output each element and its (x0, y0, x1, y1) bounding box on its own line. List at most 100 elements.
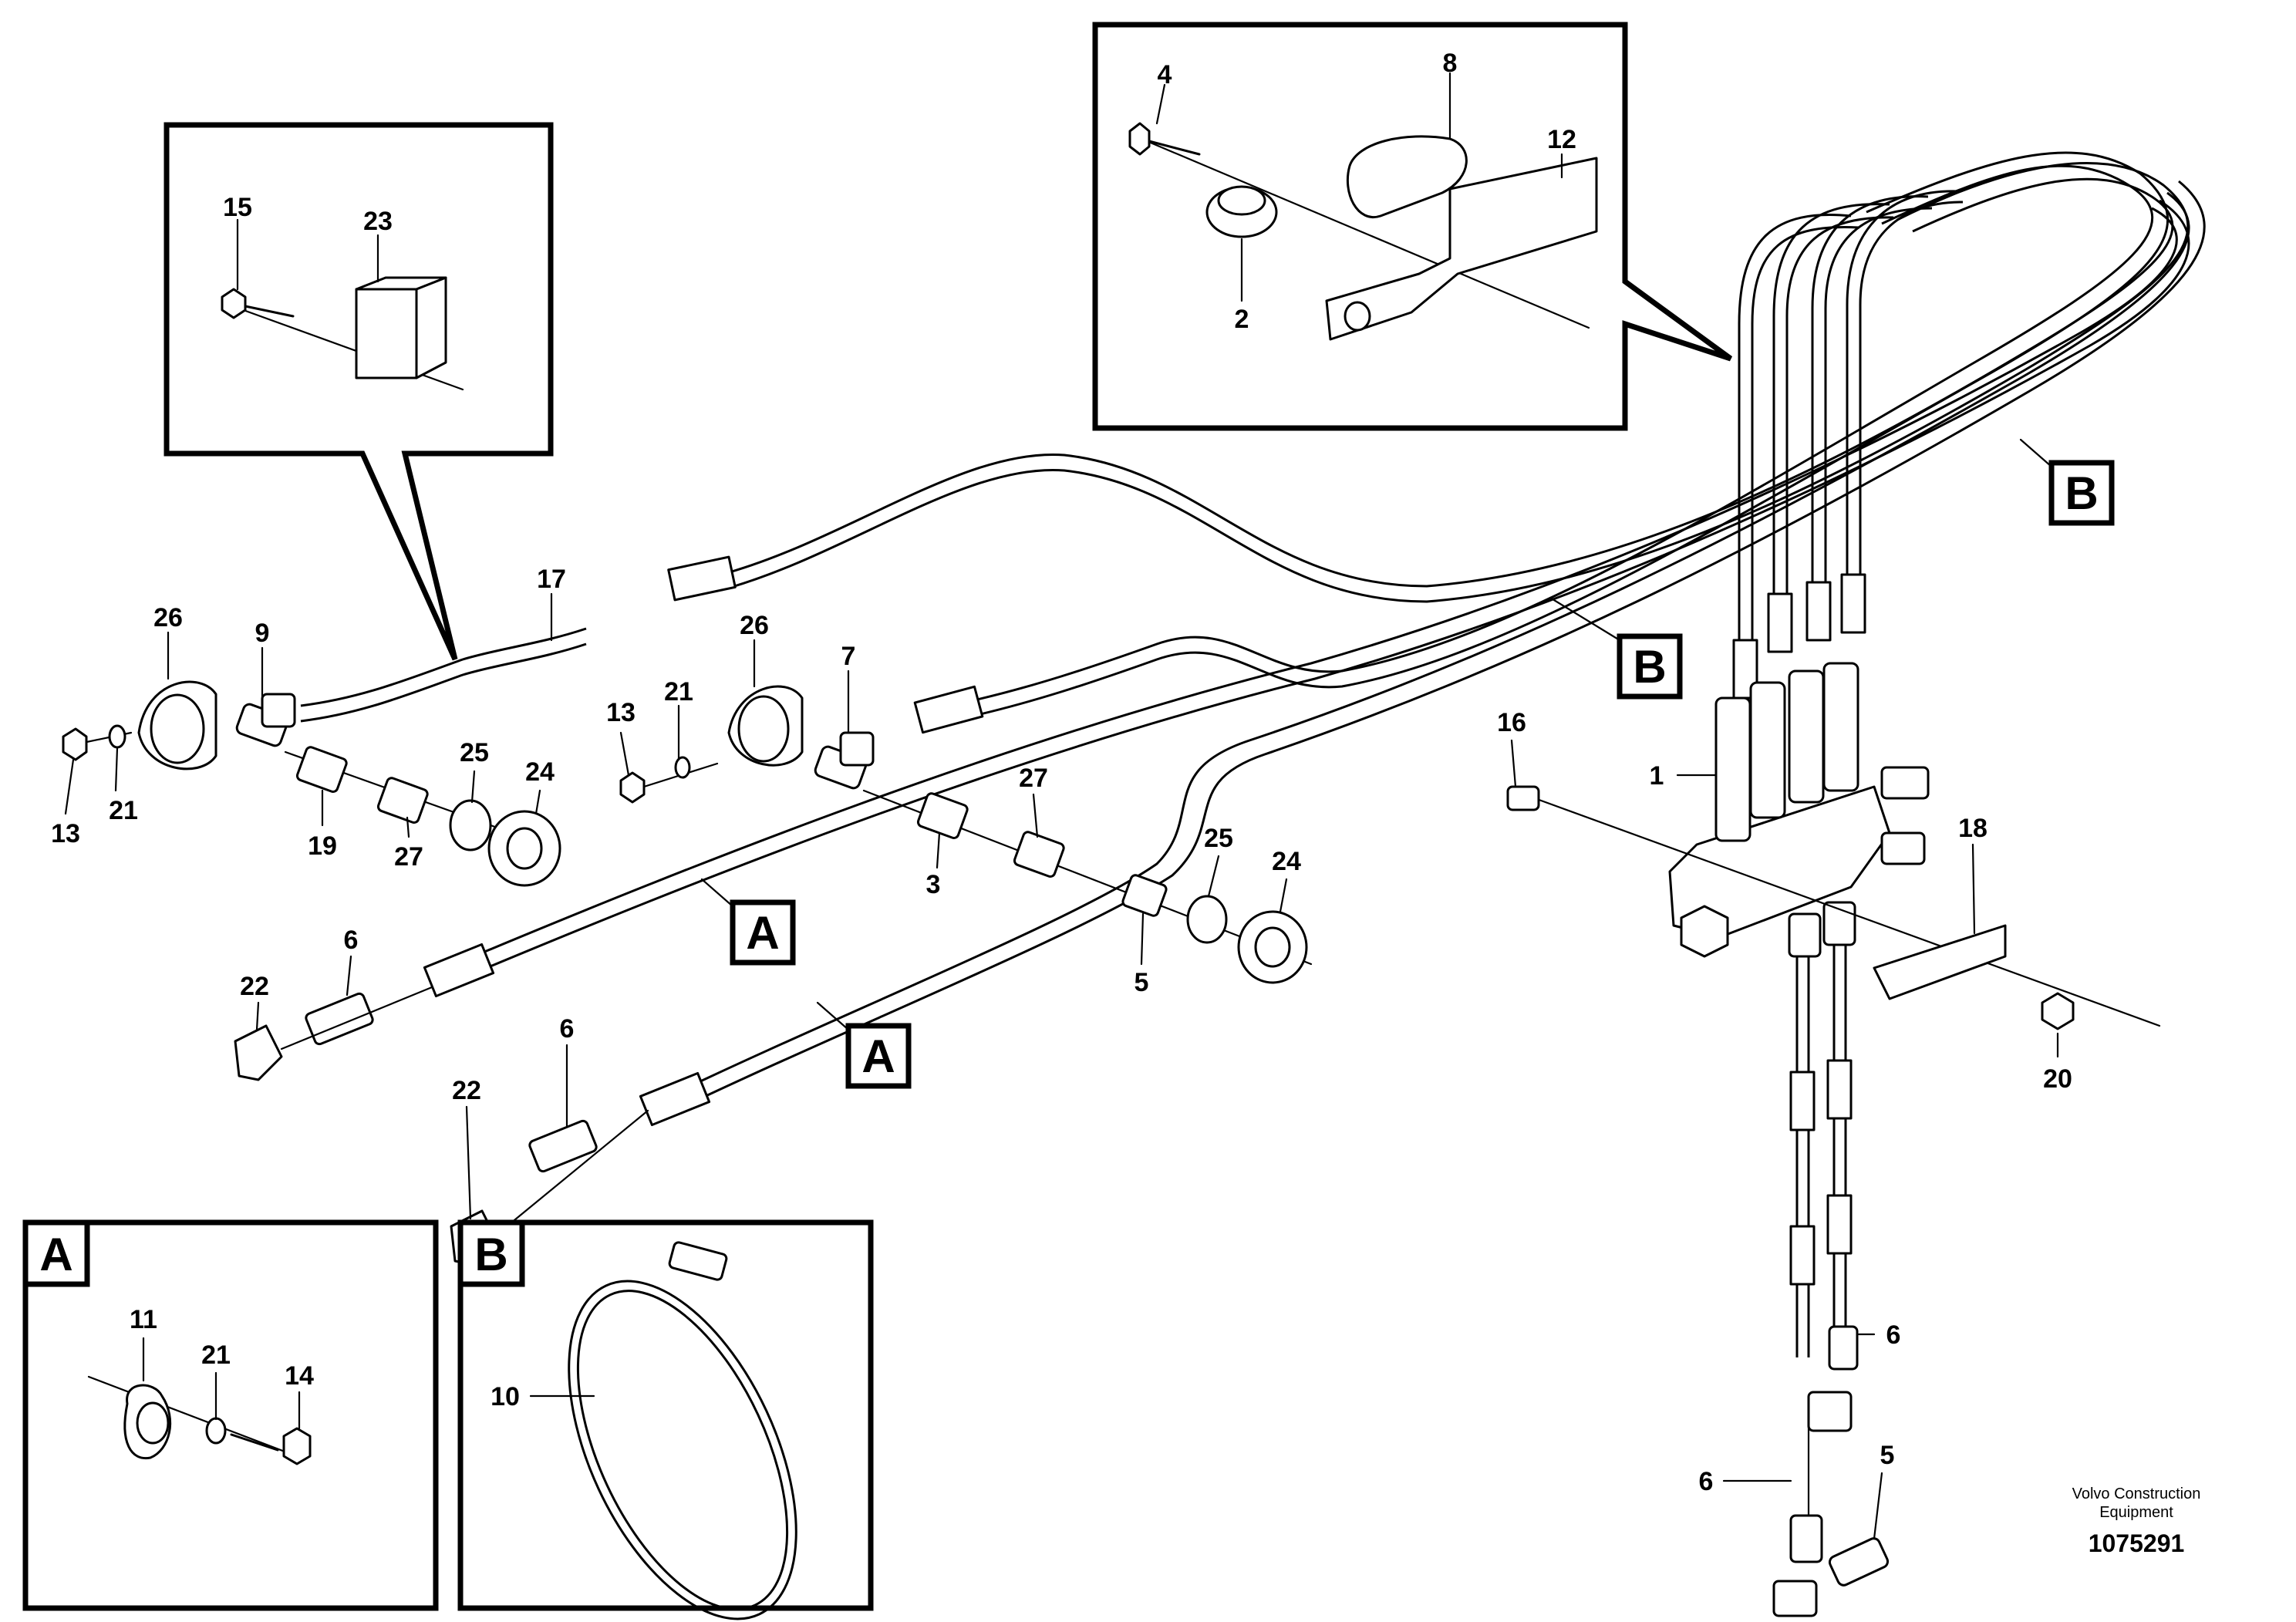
block-1-body (1668, 785, 1891, 939)
label-13-mid: 13 (606, 698, 636, 727)
connector-6-right (1828, 1325, 1859, 1371)
bracket-12-hole-1 (1344, 301, 1371, 332)
elbow-bottom (1772, 1580, 1818, 1617)
axis-nipple-lower (496, 1109, 649, 1236)
hose-7-b (948, 151, 2170, 723)
label-27-left: 27 (394, 842, 423, 872)
footer: Volvo Construction Equipment 1075291 (2072, 1485, 2201, 1557)
bracket-18 (1873, 924, 2007, 1000)
ref-a2-letter: A (861, 1030, 895, 1082)
cushion-8 (1346, 135, 1468, 219)
ref-a1-leader (700, 878, 734, 908)
sleeve-27-mid (1013, 831, 1065, 878)
label-6-right: 6 (1886, 1320, 1901, 1350)
lower-right-lines (1772, 945, 1890, 1617)
nut-5-mid (1121, 874, 1168, 917)
part-number-labels: 4 8 12 2 15 23 17 26 9 26 7 21 13 21 13 … (51, 49, 2072, 1496)
hose-17-upper-b (720, 162, 2190, 603)
leader-4 (1155, 83, 1166, 125)
bolt-4 (1128, 122, 1151, 156)
adapter-3 (916, 792, 969, 839)
hose-17-segment-a (300, 627, 587, 707)
leader-13-left (64, 758, 75, 815)
ref-b1-letter: B (1633, 641, 1666, 693)
label-3: 3 (926, 870, 941, 899)
leader-27-mid (1032, 793, 1039, 838)
leader-16 (1510, 739, 1517, 788)
hose-17-segment-b (300, 642, 587, 723)
bolt-15-shank (244, 305, 295, 318)
ref-b1-frame (1617, 633, 1683, 700)
hose-clamp-10-screw (668, 1241, 728, 1281)
leader-13-mid (619, 731, 630, 777)
nut-9 (261, 693, 296, 728)
label-24-mid: 24 (1272, 847, 1301, 876)
ferrule-down-2 (1826, 1059, 1853, 1120)
bolt-13-left-head (62, 727, 88, 761)
ferrule-down-4 (1826, 1194, 1853, 1255)
inset-a-frame (22, 1219, 439, 1611)
hose-clamp-10-outer (568, 1280, 797, 1620)
ferrule-down-1 (1789, 1071, 1816, 1131)
leader-24-mid (1279, 878, 1288, 913)
label-17: 17 (537, 565, 566, 594)
hose-a-upper (454, 207, 2178, 966)
ferrule-bundle-3 (1805, 581, 1832, 642)
block-1-elbow-top (1880, 766, 1930, 800)
label-15: 15 (223, 193, 252, 222)
label-10: 10 (491, 1382, 520, 1411)
ref-b2-frame (2048, 460, 2115, 526)
connector-6-upper (305, 992, 374, 1046)
washer-21-left (108, 724, 126, 749)
leader-27-left (406, 816, 410, 838)
block-1-valve-2 (1749, 681, 1786, 819)
ref-a1-frame (730, 899, 796, 966)
connector-6-lower (528, 1119, 598, 1173)
ferrule-bundle-4 (1840, 573, 1866, 634)
bundle-line-2 (1772, 203, 1890, 609)
block-1-valve-3 (1788, 669, 1825, 804)
hose-a-upper-b (458, 199, 2190, 981)
label-8: 8 (1443, 49, 1458, 78)
label-12: 12 (1547, 125, 1576, 154)
label-19: 19 (308, 831, 337, 861)
bundle-line-4b (1859, 201, 1964, 586)
label-25-mid: 25 (1204, 824, 1233, 853)
distribution-block (1506, 662, 2161, 1030)
hose-ferrules (423, 555, 1866, 1127)
label-24-left: 24 (525, 757, 555, 787)
ref-b1-leader (1549, 596, 1621, 642)
leader-18 (1971, 843, 1976, 935)
washer-25-left (449, 799, 492, 851)
clamp-ring-24-left-bore (506, 827, 543, 870)
washer-25-mid (1186, 895, 1228, 944)
bundle-line-3b (1824, 207, 1933, 594)
nut-7 (839, 731, 875, 767)
ferrule-down-3 (1789, 1225, 1816, 1286)
reference-boxes (700, 438, 2115, 1089)
hose-a-lower (670, 191, 2190, 1097)
ref-b2-leader (2019, 438, 2053, 468)
drawing-number: 1075291 (2089, 1529, 2185, 1557)
callout-2-4-8-12-frame (1092, 22, 1733, 431)
label-1: 1 (1650, 761, 1664, 791)
leader-21-left (114, 747, 119, 792)
block-1-valve-4 (1822, 662, 1859, 792)
label-22-upper: 22 (240, 972, 269, 1001)
bracket-12 (1325, 157, 1598, 341)
left-fitting-cluster (62, 680, 561, 887)
label-20: 20 (2043, 1064, 2072, 1094)
callout-15-23 (164, 122, 554, 661)
lower-left-nipples (234, 986, 649, 1266)
leader-25-left (470, 770, 476, 804)
hose-17-upper (720, 177, 2174, 588)
elbow-right (1807, 1391, 1853, 1432)
bushing-26-left-bore (150, 693, 205, 764)
leader-lines (64, 72, 2059, 1540)
ref-a2-frame (845, 1023, 912, 1089)
bolt-15 (221, 288, 247, 319)
reference-letters: A A B B A B (39, 467, 2098, 1280)
label-7: 7 (841, 642, 856, 671)
label-26-mid: 26 (740, 611, 769, 640)
